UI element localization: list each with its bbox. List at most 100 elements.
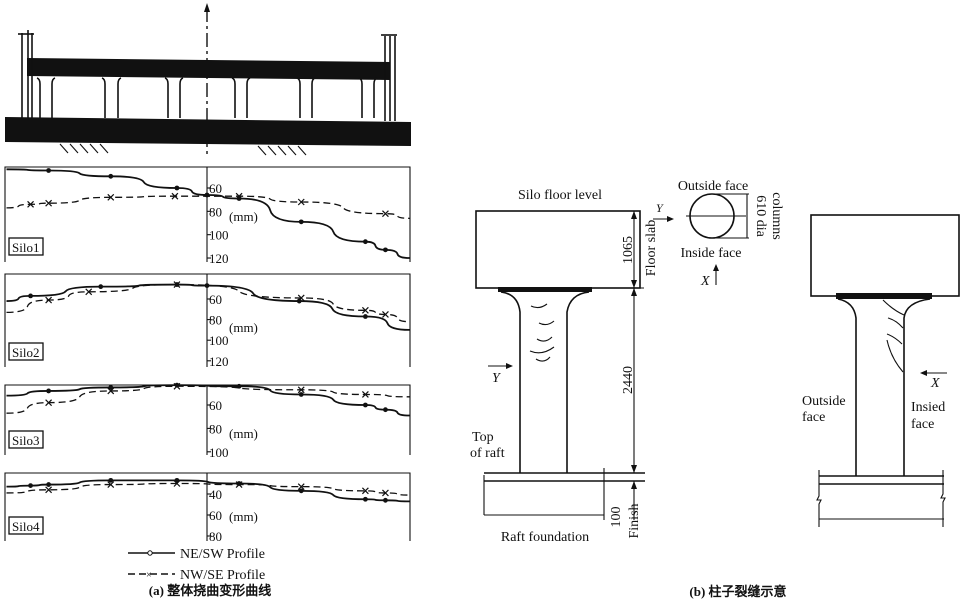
y-tick-label: 100 [209,228,229,243]
ne-sw-data-point [383,497,388,503]
ne-sw-data-point [383,407,388,413]
nw-se-data-point [27,200,34,208]
ne-sw-data-point [28,483,33,488]
silo-label-box [8,516,44,535]
y-tick-label: 60 [209,398,222,413]
silo-label: Silo1 [12,240,39,255]
column-section-right: X Outside face Insied face [802,214,960,527]
silo-label-box [8,342,44,361]
nw-se-profile-line [6,283,410,323]
nw-se-data-point [361,487,369,495]
ne-sw-data-point [362,402,368,408]
y-tick-label: 100 [209,333,229,348]
support-column [231,77,251,118]
cracks-right [882,299,905,373]
y-tick-label: 60 [209,508,222,523]
finish-label: Finish [627,503,642,538]
outside-face-label-right: Outside [802,394,846,409]
y-tick-label: 80 [209,313,222,328]
floor-slab-right [810,214,960,297]
ne-sw-profile-line [6,283,410,331]
y-tick-label: 40 [209,487,222,502]
support-column [101,77,122,118]
ne-sw-data-point [46,482,52,487]
nw-se-data-point [297,198,305,206]
floor-slab-label: Floor slab [644,220,659,276]
ne-sw-data-point [204,283,210,289]
unit-label: (mm) [229,509,258,524]
y-tick-label: 60 [209,292,222,307]
ne-sw-data-point [296,298,302,304]
top-of-raft-label: Top [472,430,494,445]
silo-label-box [8,430,44,449]
nw-se-data-point [45,486,53,494]
ne-sw-data-point [28,293,33,299]
posts [18,30,397,121]
y-tick-label: 100 [209,445,229,460]
ne-sw-data-point [46,168,52,173]
floor-slab-beam [27,58,390,80]
nw-se-profile-line [6,195,410,219]
legend-solid-label: NE/SW Profile [180,547,265,562]
ne-sw-data-point [108,173,114,179]
ne-sw-profile-line [6,479,410,503]
y-tick-label: 80 [209,421,222,436]
dim-column-label: 2440 [621,366,636,394]
cracks [529,303,555,362]
silo-label: Silo3 [12,433,39,448]
silo-label: Silo4 [12,519,40,534]
unit-label: (mm) [229,320,258,335]
outside-face-label: Outside face [678,179,748,194]
support-column [296,77,316,118]
dia-label: 610 dia [753,195,768,237]
ne-sw-data-point [383,247,388,253]
unit-label: (mm) [229,426,258,441]
ne-sw-data-point [362,496,368,502]
y-tick-label: 80 [209,204,222,219]
nw-se-data-point [85,288,93,296]
legend-dashed-marker: × [146,570,152,581]
nw-se-data-point [297,294,305,302]
nw-se-data-point [382,311,389,318]
legend-dashed-label: NW/SE Profile [180,568,265,583]
caption-b: (b) 柱子裂缝示意 [689,584,786,599]
outside-face-label-right-2: face [802,410,825,425]
silo-label-box [8,237,44,256]
centerline-arrow-icon [204,3,210,12]
ne-sw-profile-line [6,168,410,259]
column-shaft [500,291,590,473]
columns-label: columns [769,192,784,239]
support-column [164,77,184,118]
nw-se-data-point [382,489,389,497]
cap-plate [498,287,592,292]
nw-se-data-point [45,399,53,407]
cap-plate-right [836,293,932,299]
ne-sw-data-point [298,392,304,397]
nw-se-data-point [107,193,115,201]
deflection-plot-silo4: 40 60 80 (mm) Silo4 [4,472,411,544]
ne-sw-data-point [108,385,114,390]
ne-sw-data-point [46,388,52,394]
support-column [358,77,378,118]
floor-slab [475,210,641,289]
raft-slab [5,117,411,146]
column-shaft-right [837,298,931,476]
y-tick-label: 120 [209,354,229,369]
y-tick-label: 80 [209,529,222,544]
break-lines [816,470,946,527]
y-tick-label: 120 [209,251,229,266]
ne-sw-data-point [98,284,104,290]
ne-sw-data-point [298,219,304,225]
ne-sw-data-point [298,488,304,494]
ne-sw-data-point [362,239,368,245]
top-of-raft-label-2: of raft [470,446,505,461]
insied-face-label: Insied [911,400,945,415]
nw-se-data-point [382,210,389,218]
nw-se-data-point [173,382,181,390]
y-axis-label: Y [492,371,502,386]
y-tick-label: 60 [209,181,222,196]
nw-se-data-point [235,192,243,200]
nw-se-data-point [171,192,179,200]
